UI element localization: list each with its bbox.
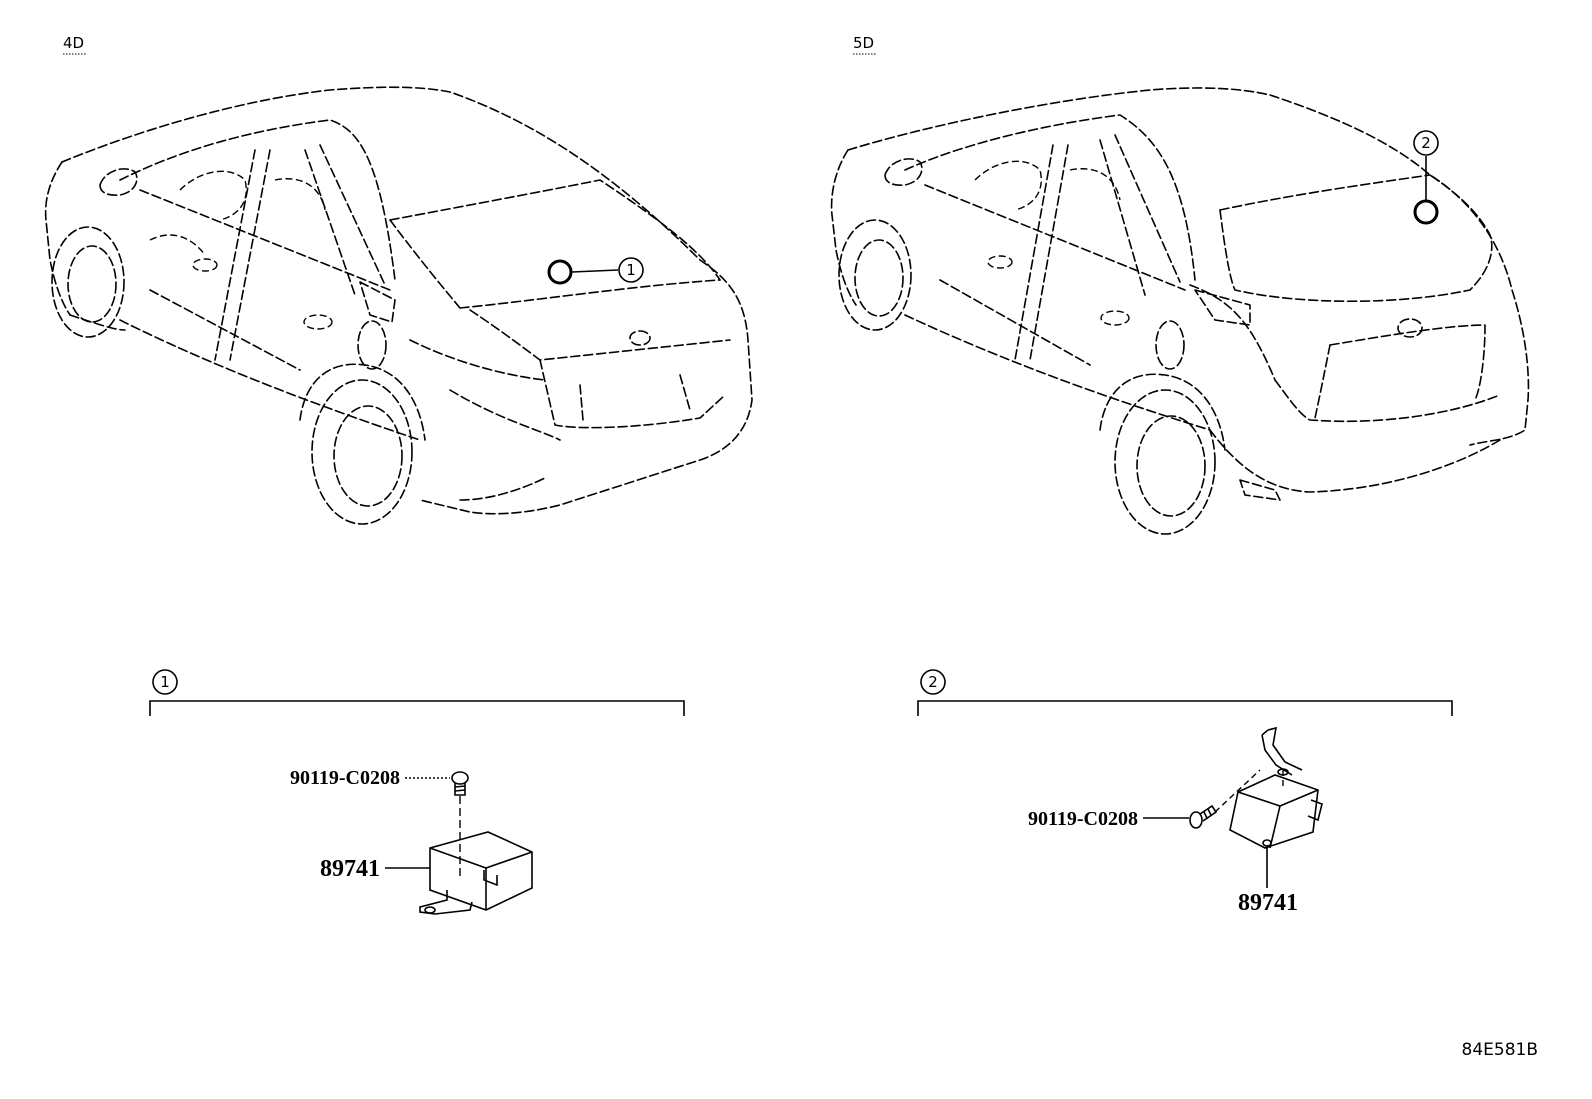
detail-1-bracket xyxy=(149,700,685,716)
detail-2-bolt-part-number: 90119-C0208 xyxy=(1028,808,1138,830)
variant-label-4d: 4D xyxy=(63,34,84,52)
hatchback-mount-location-marker xyxy=(1413,199,1439,225)
detail-2-control-unit xyxy=(1229,774,1323,849)
sedan-car-illustration xyxy=(44,86,753,525)
hatchback-callout-circle xyxy=(1413,130,1439,156)
detail-1-control-unit xyxy=(419,831,533,915)
hatchback-car-illustration xyxy=(830,87,1530,535)
hatchback-callout-number: 2 xyxy=(1421,134,1431,152)
sedan-callout-number: 1 xyxy=(626,261,636,279)
detail-1-bolt-part-number: 90119-C0208 xyxy=(290,767,400,789)
detail-1-bolt xyxy=(451,771,469,796)
detail-2-bracket xyxy=(917,700,1453,716)
detail-1-unit-part-number: 89741 xyxy=(320,856,380,882)
detail-2-bolt xyxy=(1189,804,1218,829)
detail-2-callout-circle xyxy=(920,669,946,695)
detail-2-bracket-arm xyxy=(1261,726,1303,776)
detail-1-callout-circle xyxy=(152,669,178,695)
detail-1-callout-number: 1 xyxy=(160,673,170,691)
variant-label-5d: 5D xyxy=(853,34,874,52)
sedan-mount-location-marker xyxy=(547,259,573,285)
sedan-callout-circle xyxy=(618,257,644,283)
drawing-reference-code: 84E581B xyxy=(1462,1040,1538,1060)
detail-2-unit-part-number: 89741 xyxy=(1238,890,1298,916)
detail-2-callout-number: 2 xyxy=(928,673,938,691)
